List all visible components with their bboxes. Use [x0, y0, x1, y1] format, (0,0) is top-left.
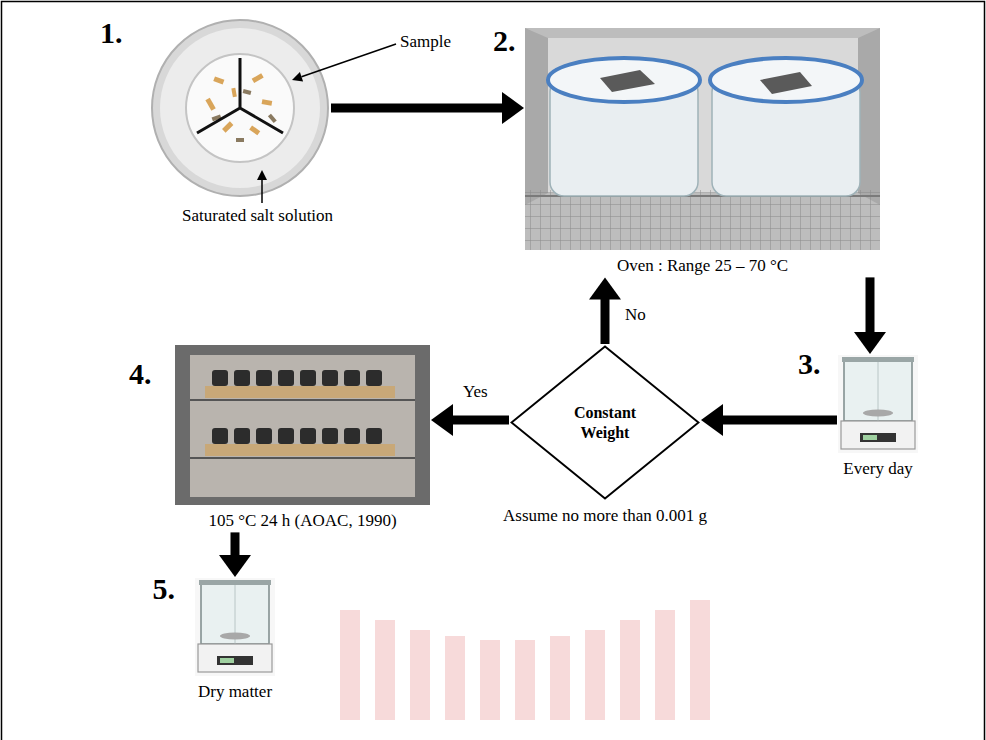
flow-arrow: [219, 532, 251, 577]
drying-oven-photo: [175, 345, 430, 505]
step-number: 5.: [153, 574, 176, 604]
photo-area: [195, 578, 276, 676]
step-number: 4.: [129, 359, 152, 389]
step-number: 3.: [798, 349, 821, 379]
diamond-outline: [510, 345, 700, 500]
step-caption: Every day: [838, 459, 918, 479]
diamond-content: Constant Weight: [510, 345, 700, 500]
flow-arrow: [331, 92, 524, 124]
part-label: Sample: [400, 32, 451, 52]
step-number: 2.: [493, 26, 516, 56]
process-step: 4.105 °C 24 h (AOAC, 1990): [175, 345, 430, 531]
flow-arrow: [431, 404, 509, 436]
step-caption: Oven : Range 25 – 70 °C: [525, 256, 880, 276]
balance-photo: [838, 355, 918, 453]
photo-area: [175, 345, 430, 505]
watermark: [340, 600, 710, 720]
decision-note: Assume no more than 0.001 g: [503, 506, 707, 526]
process-step: 3.Every day: [838, 355, 918, 479]
part-label: Saturated salt solution: [182, 206, 333, 226]
oven-photo: [525, 28, 880, 250]
desiccator-photo: [152, 20, 328, 196]
decision-text: Constant Weight: [560, 403, 650, 441]
photo-area: [525, 28, 880, 250]
decision-diamond: Constant WeightAssume no more than 0.001…: [510, 345, 700, 500]
step-caption: Dry matter: [195, 682, 276, 702]
process-step: 1.: [150, 18, 330, 198]
flow-arrow: [854, 277, 886, 354]
flow-arrow: [589, 277, 621, 344]
process-step: 5.Dry matter: [195, 578, 276, 702]
step-caption: 105 °C 24 h (AOAC, 1990): [175, 511, 430, 531]
flow-arrow: [701, 404, 837, 436]
step-number: 1.: [100, 18, 123, 48]
photo-area: [838, 355, 918, 453]
leader-lines: [257, 44, 396, 203]
edge-label: Yes: [460, 382, 491, 402]
process-step: 2.Oven : Range 25 – 70 °C: [525, 28, 880, 276]
edge-label: No: [622, 305, 649, 325]
balance-photo: [195, 578, 275, 676]
photo-area: [150, 18, 330, 198]
